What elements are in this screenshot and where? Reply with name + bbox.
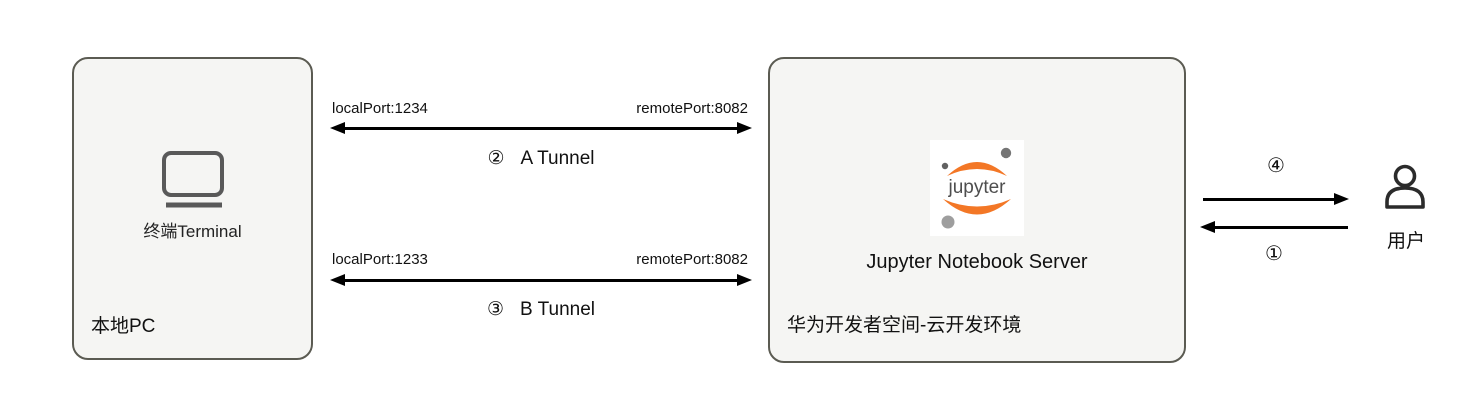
- cloud-env-box: jupyter Jupyter Notebook Server 华为开发者空间-…: [768, 57, 1186, 363]
- arrowhead-left-icon: [1200, 221, 1215, 233]
- tunnel-b-local-port: localPort:1233: [332, 251, 428, 268]
- arrowhead-left-icon: [330, 122, 345, 134]
- tunnel-a-remote-port: remotePort:8082: [636, 100, 748, 117]
- tunnel-b-name: B Tunnel: [520, 299, 596, 320]
- monitor-icon: [161, 151, 224, 208]
- local-pc-title: 本地PC: [91, 316, 156, 337]
- arrow-shaft: [345, 126, 737, 130]
- svg-text:jupyter: jupyter: [947, 177, 1006, 198]
- tunnel-a-arrow: [330, 121, 752, 135]
- arrow-shaft: [345, 278, 737, 282]
- arrow-shaft: [1203, 197, 1334, 201]
- arrow-shaft: [1215, 225, 1348, 229]
- from-user-arrow: [1200, 220, 1348, 234]
- arrowhead-right-icon: [1334, 193, 1349, 205]
- cloud-env-title: 华为开发者空间-云开发环境: [787, 315, 1022, 336]
- to-user-arrow: [1203, 192, 1349, 206]
- local-pc-box: 终端Terminal 本地PC: [72, 57, 313, 360]
- tunnel-a-name: A Tunnel: [520, 148, 595, 169]
- tunnel-b-remote-port: remotePort:8082: [636, 251, 748, 268]
- tunnel-b-step: ③: [486, 299, 505, 320]
- terminal-label: 终端Terminal: [143, 222, 242, 241]
- step-1-badge: ①: [1265, 243, 1283, 265]
- user-icon: [1385, 164, 1425, 209]
- user-label: 用户: [1386, 231, 1425, 252]
- arrowhead-right-icon: [737, 122, 752, 134]
- tunnel-a-step: ②: [487, 148, 505, 169]
- tunnel-a-local-port: localPort:1234: [332, 100, 428, 117]
- tunnel-b-arrow: [330, 273, 752, 287]
- tunnel-a-caption: ② A Tunnel: [330, 147, 752, 170]
- step-4-badge: ④: [1267, 155, 1285, 177]
- jupyter-server-label: Jupyter Notebook Server: [866, 251, 1088, 273]
- jupyter-logo: jupyter: [930, 140, 1024, 236]
- tunnel-b-caption: ③ B Tunnel: [330, 298, 752, 321]
- arrowhead-right-icon: [737, 274, 752, 286]
- arrowhead-left-icon: [330, 274, 345, 286]
